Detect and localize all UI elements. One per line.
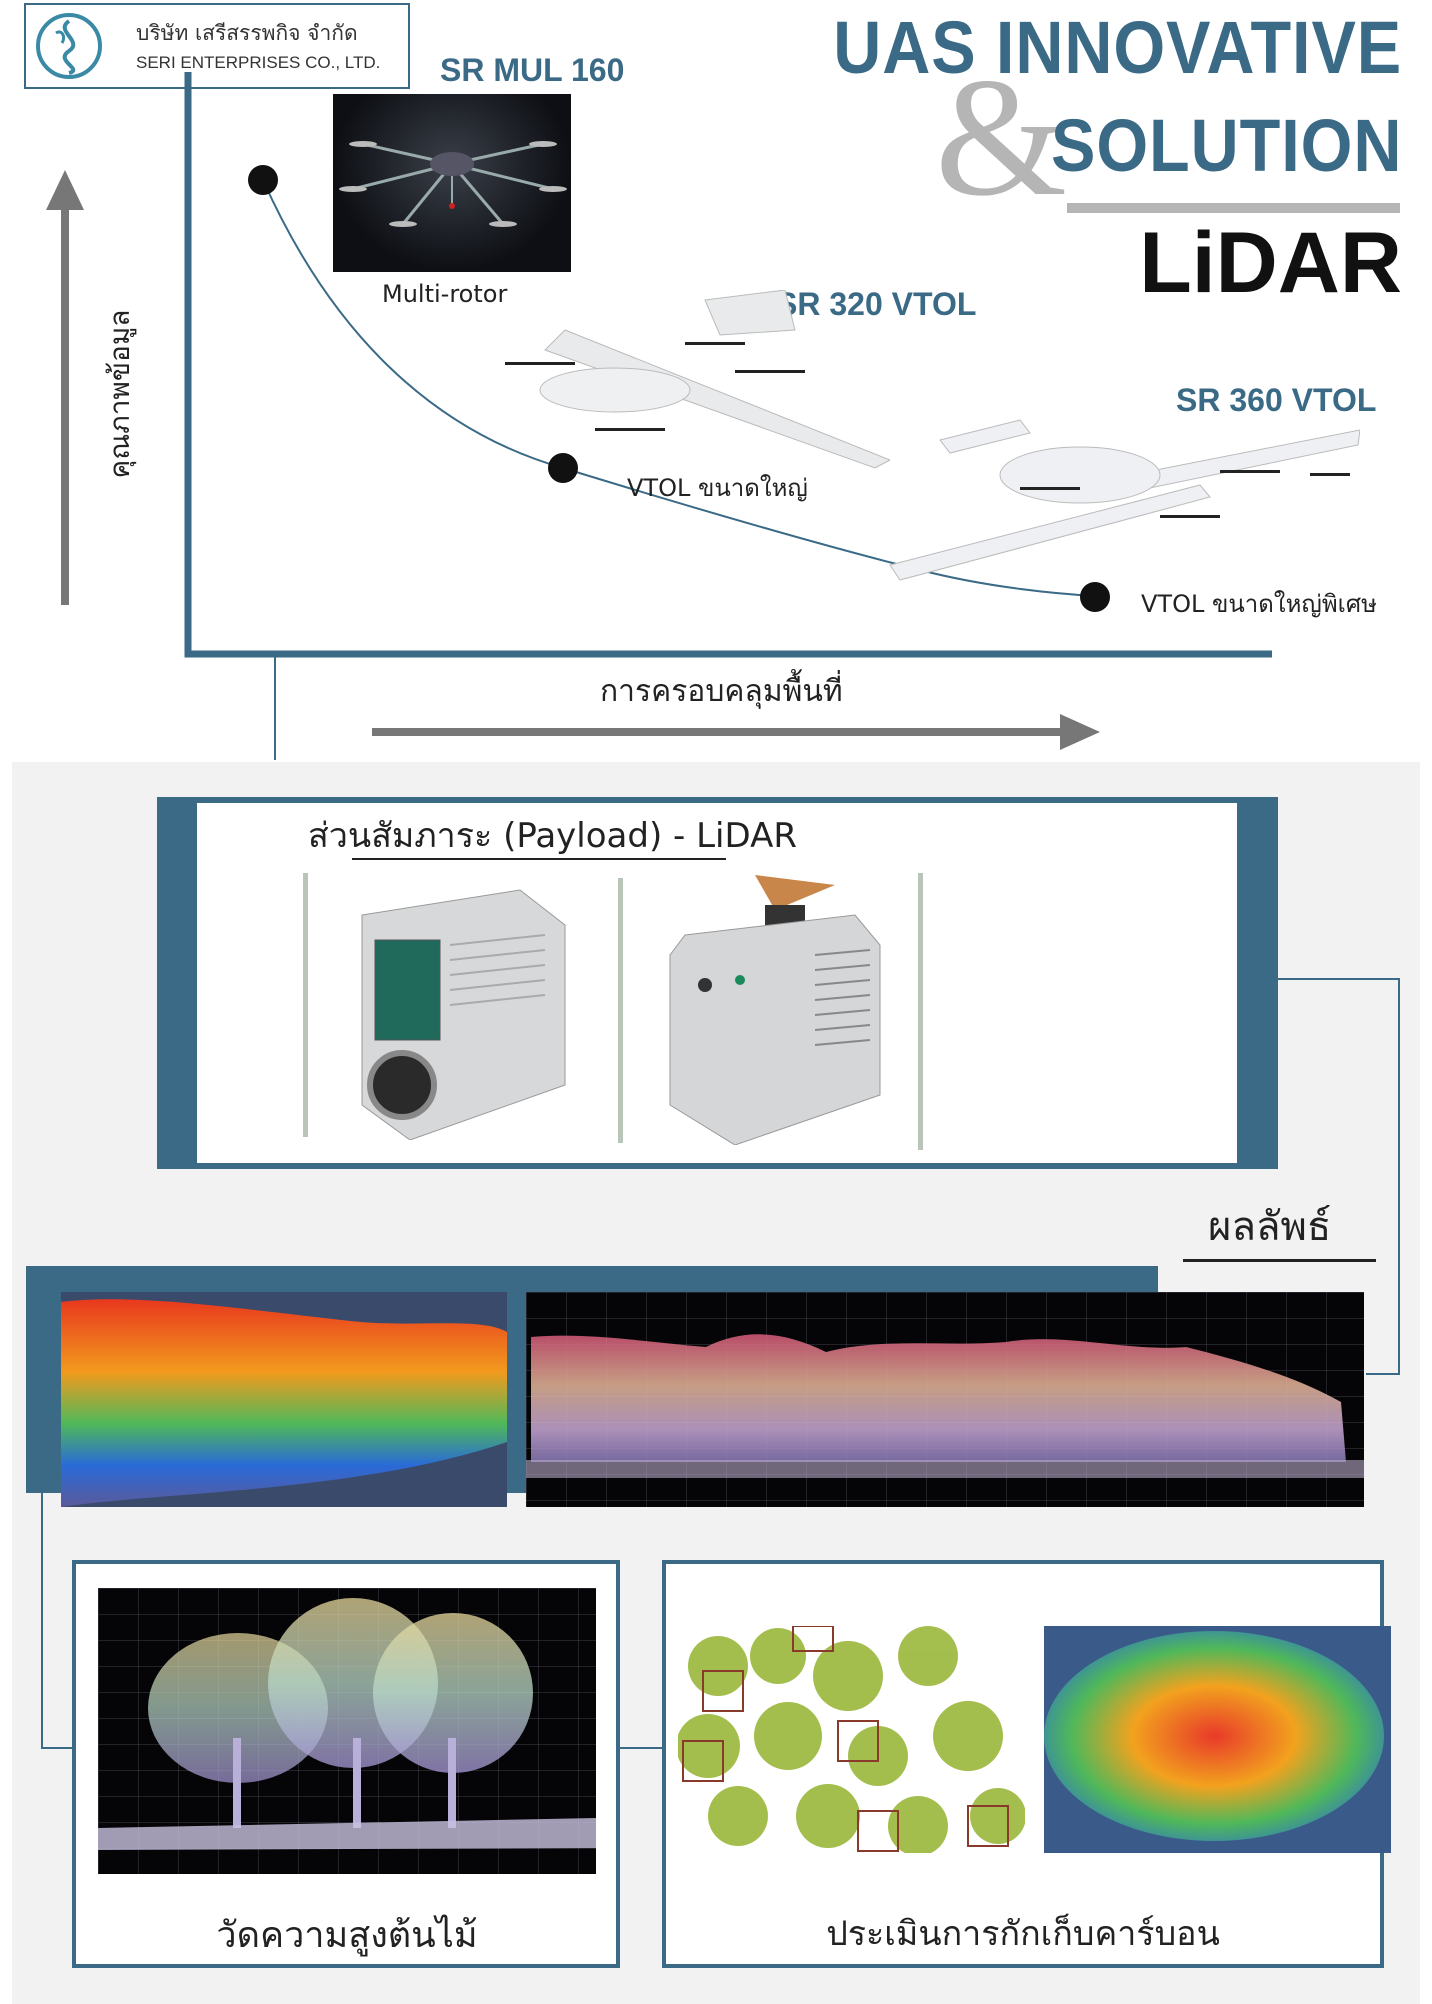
lidar-unit-1-icon	[361, 889, 566, 1140]
title-line-2: SOLUTION	[1050, 104, 1402, 187]
coverage-quality-diagram	[46, 72, 1272, 760]
curve-point-vtol-xl	[1080, 582, 1110, 612]
lidar-unit-2-icon	[669, 875, 881, 1145]
payload-heading: ส่วนสัมภาระ (Payload) - LiDAR	[308, 816, 797, 856]
carbon-caption: ประเมินการกักเก็บคาร์บอน	[826, 1914, 1220, 1954]
drone-caption-3: VTOL ขนาดใหญ่พิเศษ	[1141, 590, 1377, 618]
tree-height-graphic	[98, 1598, 596, 1850]
company-name-english: SERI ENTERPRISES CO., LTD.	[136, 53, 381, 72]
title-divider	[1067, 203, 1400, 213]
multirotor-drone-icon	[339, 141, 567, 227]
company-name-thai: บริษัท เสรีสรรพกิจ จำกัด	[136, 21, 358, 45]
carbon-heatmap-image	[1044, 1626, 1391, 1853]
curve-point-multirotor	[248, 165, 278, 195]
carbon-tree-detection-image	[678, 1626, 1025, 1853]
diagram-axes	[184, 72, 1272, 658]
drone-caption-2: VTOL ขนาดใหญ่	[627, 474, 808, 502]
tradeoff-curve	[262, 179, 1096, 597]
vtol-320-drone-icon	[505, 290, 890, 469]
x-arrow-head-icon	[1060, 714, 1100, 750]
y-arrow-head-icon	[46, 170, 84, 210]
tree-profile-graphic	[526, 1334, 1364, 1478]
company-logo: บริษัท เสรีสรรพกิจ จำกัด SERI ENTERPRISE…	[24, 3, 410, 89]
tree-height-caption: วัดความสูงต้นไม้	[216, 1915, 478, 1956]
forest-pointcloud-image	[61, 1292, 507, 1507]
company-logo-mark	[36, 13, 102, 79]
payload-divider-3	[918, 873, 923, 1150]
drone-model-2: SR 320 VTOL	[776, 286, 977, 322]
results-heading-underline	[1183, 1259, 1376, 1262]
payload-heading-underline	[352, 858, 726, 860]
multirotor-photo	[333, 94, 571, 272]
connector-right	[1278, 978, 1400, 1375]
x-axis-label: การครอบคลุมพื้นที่	[600, 674, 843, 709]
title-line-1: UAS INNOVATIVE	[833, 6, 1402, 89]
payload-divider-2	[618, 878, 623, 1143]
payload-divider-1	[303, 873, 308, 1137]
results-heading: ผลลัพธ์	[1208, 1204, 1332, 1250]
drone-model-3: SR 360 VTOL	[1176, 382, 1377, 418]
vtol-360-drone-icon	[889, 419, 1360, 581]
tree-profile-pointcloud-image	[526, 1292, 1364, 1507]
drone-caption-1: Multi-rotor	[382, 280, 508, 308]
curve-point-vtol	[548, 453, 578, 483]
title-line-3: LiDAR	[1139, 215, 1402, 311]
tree-height-pointcloud-image	[98, 1588, 596, 1874]
drone-model-1: SR MUL 160	[440, 52, 625, 88]
connector-left	[41, 1493, 72, 1749]
title-ampersand: &	[935, 43, 1068, 231]
